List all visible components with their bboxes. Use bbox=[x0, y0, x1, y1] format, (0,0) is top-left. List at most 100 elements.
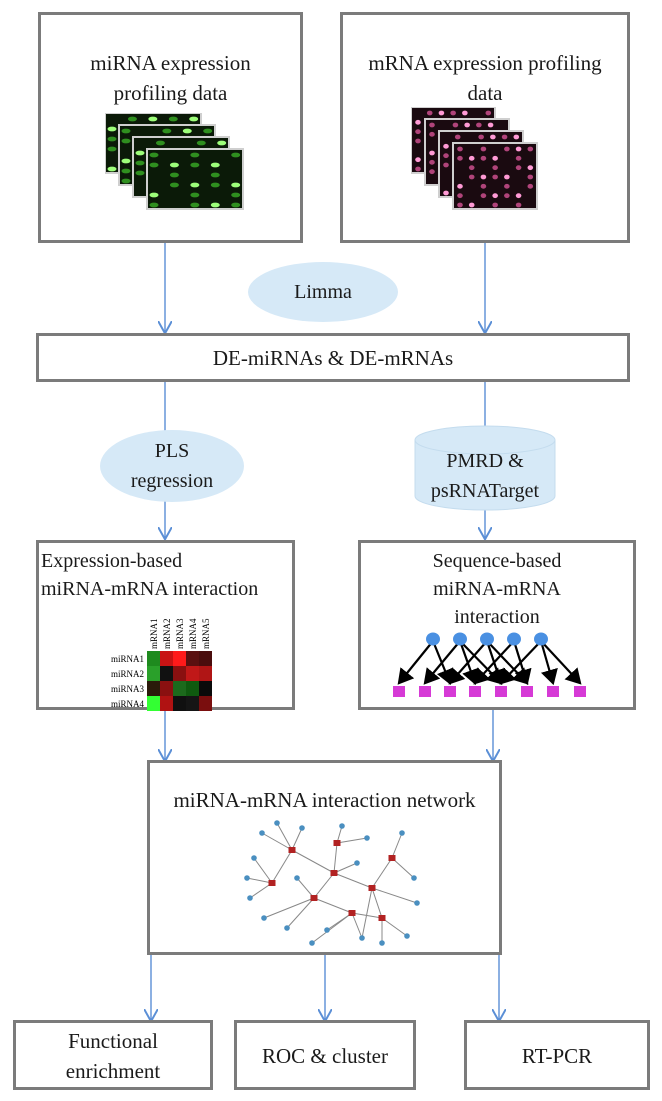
network-mrna-node bbox=[261, 915, 267, 921]
network-edge bbox=[333, 872, 373, 889]
network-edge bbox=[246, 877, 273, 884]
heatmap-cell bbox=[160, 696, 173, 711]
network-edge bbox=[381, 917, 408, 937]
network-mrna-node bbox=[379, 940, 385, 946]
mirna-profiling-label: miRNA expression profiling data bbox=[90, 51, 251, 105]
network-edge bbox=[291, 849, 335, 874]
network-mrna-node bbox=[274, 820, 280, 826]
network-edge bbox=[291, 827, 303, 851]
database-cylinder-icon bbox=[414, 425, 556, 511]
network-mrna-node bbox=[324, 927, 330, 933]
network-mrna-node bbox=[404, 933, 410, 939]
mrna-node bbox=[495, 686, 507, 697]
pmrd-psrnatarget-method: PMRD & psRNATarget bbox=[430, 450, 540, 502]
heatmap-cell bbox=[199, 651, 212, 666]
network-edge bbox=[351, 912, 363, 939]
network-mrna-node bbox=[364, 835, 370, 841]
network-edge bbox=[313, 897, 353, 914]
mrna-node bbox=[521, 686, 533, 697]
heatmap-col-label: mRNA4 bbox=[188, 618, 198, 649]
heatmap-cell bbox=[147, 651, 160, 666]
mrna-node bbox=[444, 686, 456, 697]
network-mrna-node bbox=[309, 940, 315, 946]
network-edge bbox=[271, 849, 293, 884]
mirna-profiling-box: miRNA expression profiling data bbox=[38, 12, 303, 243]
network-edge bbox=[263, 897, 315, 919]
mrna-node bbox=[393, 686, 405, 697]
network-mrna-node bbox=[294, 875, 300, 881]
expression-based-label: Expression-based miRNA-mRNA interaction bbox=[41, 550, 259, 600]
network-mrna-node bbox=[414, 900, 420, 906]
heatmap-col-label: mRNA1 bbox=[149, 618, 159, 649]
network-edge bbox=[336, 837, 368, 844]
network-label: miRNA-mRNA interaction network bbox=[173, 788, 476, 812]
network-edge bbox=[333, 842, 338, 874]
heatmap-cell bbox=[160, 651, 173, 666]
network-mirna-node bbox=[288, 847, 296, 853]
network-edge bbox=[371, 887, 383, 919]
target-edge bbox=[486, 640, 529, 685]
mirna-microarray-icon bbox=[105, 113, 244, 210]
network-mrna-node bbox=[399, 830, 405, 836]
heatmap-cell bbox=[147, 696, 160, 711]
heatmap-cell bbox=[173, 666, 186, 681]
expression-based-box: Expression-based miRNA-mRNA interaction … bbox=[36, 540, 295, 711]
pls-regression-method: PLS regression bbox=[100, 430, 244, 502]
heatmap-row-label: miRNA2 bbox=[111, 669, 144, 679]
heatmap-cell bbox=[186, 696, 199, 711]
rt-pcr-box: RT-PCR bbox=[464, 1020, 650, 1090]
heatmap-col-label: mRNA2 bbox=[162, 618, 172, 649]
target-edge bbox=[423, 640, 461, 685]
network-mrna-node bbox=[354, 860, 360, 866]
heatmap-cell bbox=[160, 681, 173, 696]
target-edge bbox=[539, 640, 558, 686]
network-mrna-node bbox=[299, 825, 305, 831]
network-edge bbox=[333, 862, 358, 874]
network-edge bbox=[276, 822, 293, 851]
mrna-node bbox=[547, 686, 559, 697]
network-mirna-node bbox=[388, 855, 396, 861]
network-mirna-node bbox=[310, 895, 318, 901]
functional-enrichment-box: Functional enrichment bbox=[13, 1020, 213, 1090]
heatmap-row-label: miRNA3 bbox=[111, 684, 145, 694]
heatmap-col-label: mRNA5 bbox=[201, 618, 211, 649]
heatmap-cell bbox=[147, 681, 160, 696]
network-mrna-node bbox=[247, 895, 253, 901]
interaction-network-graph bbox=[244, 820, 420, 946]
network-edge bbox=[253, 857, 273, 884]
mrna-node bbox=[419, 686, 431, 697]
heatmap-cell bbox=[186, 651, 199, 666]
network-edge bbox=[296, 877, 315, 899]
heatmap-cell bbox=[173, 651, 186, 666]
heatmap-cell bbox=[186, 681, 199, 696]
network-mrna-node bbox=[259, 830, 265, 836]
target-edge bbox=[540, 640, 582, 685]
sequence-based-box: Sequence-based miRNA-mRNA interaction bbox=[358, 540, 636, 710]
heatmap-cell bbox=[199, 696, 212, 711]
heatmap-cell bbox=[173, 696, 186, 711]
network-edge bbox=[391, 857, 415, 879]
target-edge bbox=[397, 640, 434, 685]
network-mirna-node bbox=[333, 840, 341, 846]
network-edge bbox=[286, 897, 315, 929]
network-edge bbox=[371, 887, 418, 904]
mirna-node bbox=[507, 632, 521, 646]
heatmap-row-label: miRNA4 bbox=[111, 699, 145, 709]
network-mirna-node bbox=[348, 910, 356, 916]
network-box: miRNA-mRNA interaction network bbox=[147, 760, 502, 955]
network-edge bbox=[313, 872, 335, 899]
bipartite-target-graph bbox=[393, 632, 586, 697]
network-edge bbox=[249, 882, 273, 899]
mirna-node bbox=[453, 632, 467, 646]
functional-enrichment-label: Functional enrichment bbox=[65, 1029, 161, 1083]
network-mrna-node bbox=[339, 823, 345, 829]
network-mirna-node bbox=[330, 870, 338, 876]
target-edge bbox=[473, 640, 515, 685]
heatmap-cell bbox=[186, 666, 199, 681]
network-mirna-node bbox=[378, 915, 386, 921]
target-edge bbox=[448, 640, 488, 685]
network-mrna-node bbox=[244, 875, 250, 881]
heatmap-cell bbox=[199, 666, 212, 681]
mrna-profiling-box: mRNA expression profiling data bbox=[340, 12, 630, 243]
heatmap-cell bbox=[173, 681, 186, 696]
